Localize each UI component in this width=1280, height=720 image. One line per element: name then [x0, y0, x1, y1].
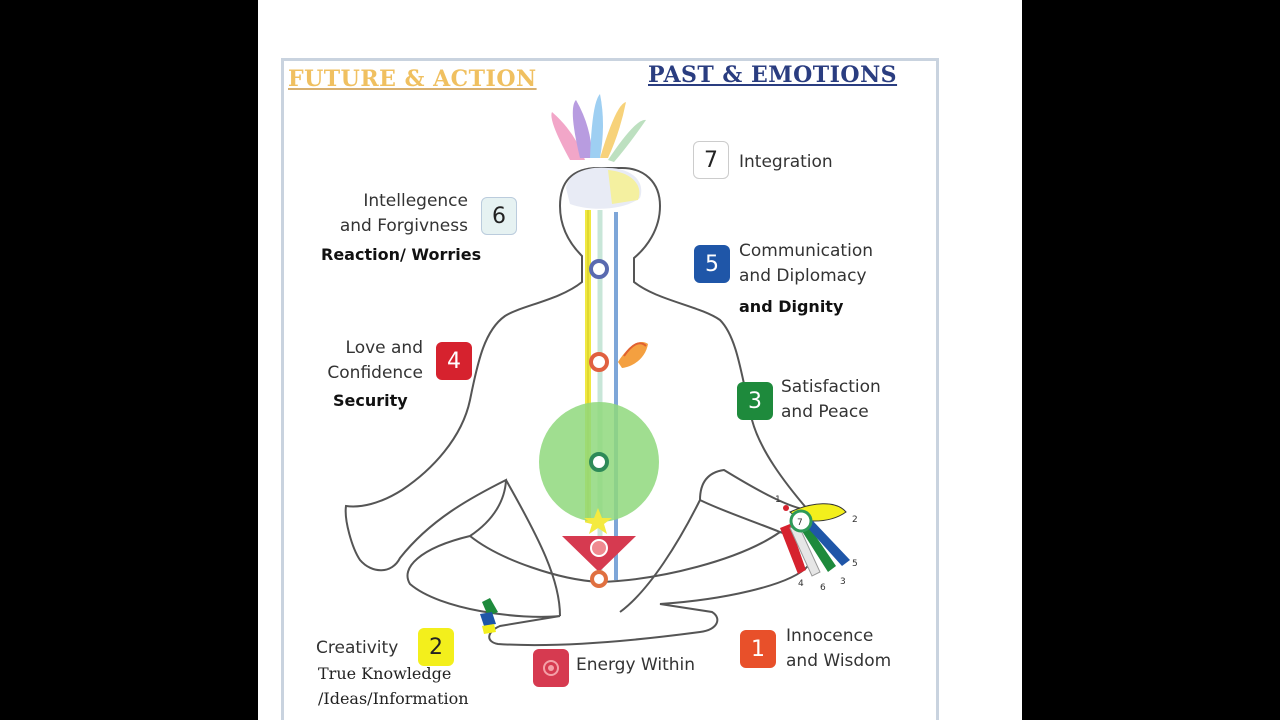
chakra-4-label-line1: Love and [273, 336, 423, 361]
hand-number-5: 5 [852, 559, 858, 569]
chakra-3-badge: 3 [737, 382, 773, 420]
chakra-2-badge: 2 [418, 628, 454, 666]
chakra-1-label-line1: Innocence [786, 624, 873, 649]
energy-spiral-icon [541, 658, 561, 678]
chakra-3-label-line2: and Peace [781, 400, 869, 425]
navel-chakra-icon [591, 454, 607, 470]
chakra-6-label-line1: Intellegence [318, 189, 468, 214]
heart-chakra-icon [591, 354, 607, 370]
hand-number-3: 3 [840, 577, 846, 587]
chakra-2-sub-line2: /Ideas/Information [318, 687, 469, 711]
chakra-6-sub: Reaction/ Worries [321, 245, 481, 264]
chakra-6-label-line2: and Forgivness [318, 214, 468, 239]
chakra-5-badge: 5 [694, 245, 730, 283]
hand-number-2: 2 [852, 515, 858, 525]
chakra-5-label-line2: and Diplomacy [739, 264, 867, 289]
hand-number-1: 1 [775, 495, 781, 505]
chakra-6-badge: 6 [481, 197, 517, 235]
chakra-4-sub: Security [333, 391, 408, 410]
crown-flame-icon [551, 94, 646, 162]
energy-within-badge [533, 649, 569, 687]
chakra-4-badge: 4 [436, 342, 472, 380]
chakra-5-label-line1: Communication [739, 239, 873, 264]
chakra-7-label: Integration [739, 150, 833, 175]
chakra-2-label: Creativity [316, 636, 398, 661]
hand-number-4: 4 [798, 579, 804, 589]
chakra-2-sub-line1: True Knowledge [318, 662, 451, 686]
hand-number-6: 6 [820, 583, 826, 593]
chakra-1-label-line2: and Wisdom [786, 649, 891, 674]
mooladhara-chakra-icon [592, 572, 606, 586]
chakra-7-badge: 7 [693, 141, 729, 179]
energy-within-label: Energy Within [576, 653, 695, 678]
chakra-4-label-line2: Confidence [273, 361, 423, 386]
chakra-1-badge: 1 [740, 630, 776, 668]
hand-number-7: 7 [797, 518, 803, 528]
throat-chakra-icon [591, 261, 607, 277]
chakra-5-sub: and Dignity [739, 297, 843, 316]
chakra-3-label-line1: Satisfaction [781, 375, 881, 400]
